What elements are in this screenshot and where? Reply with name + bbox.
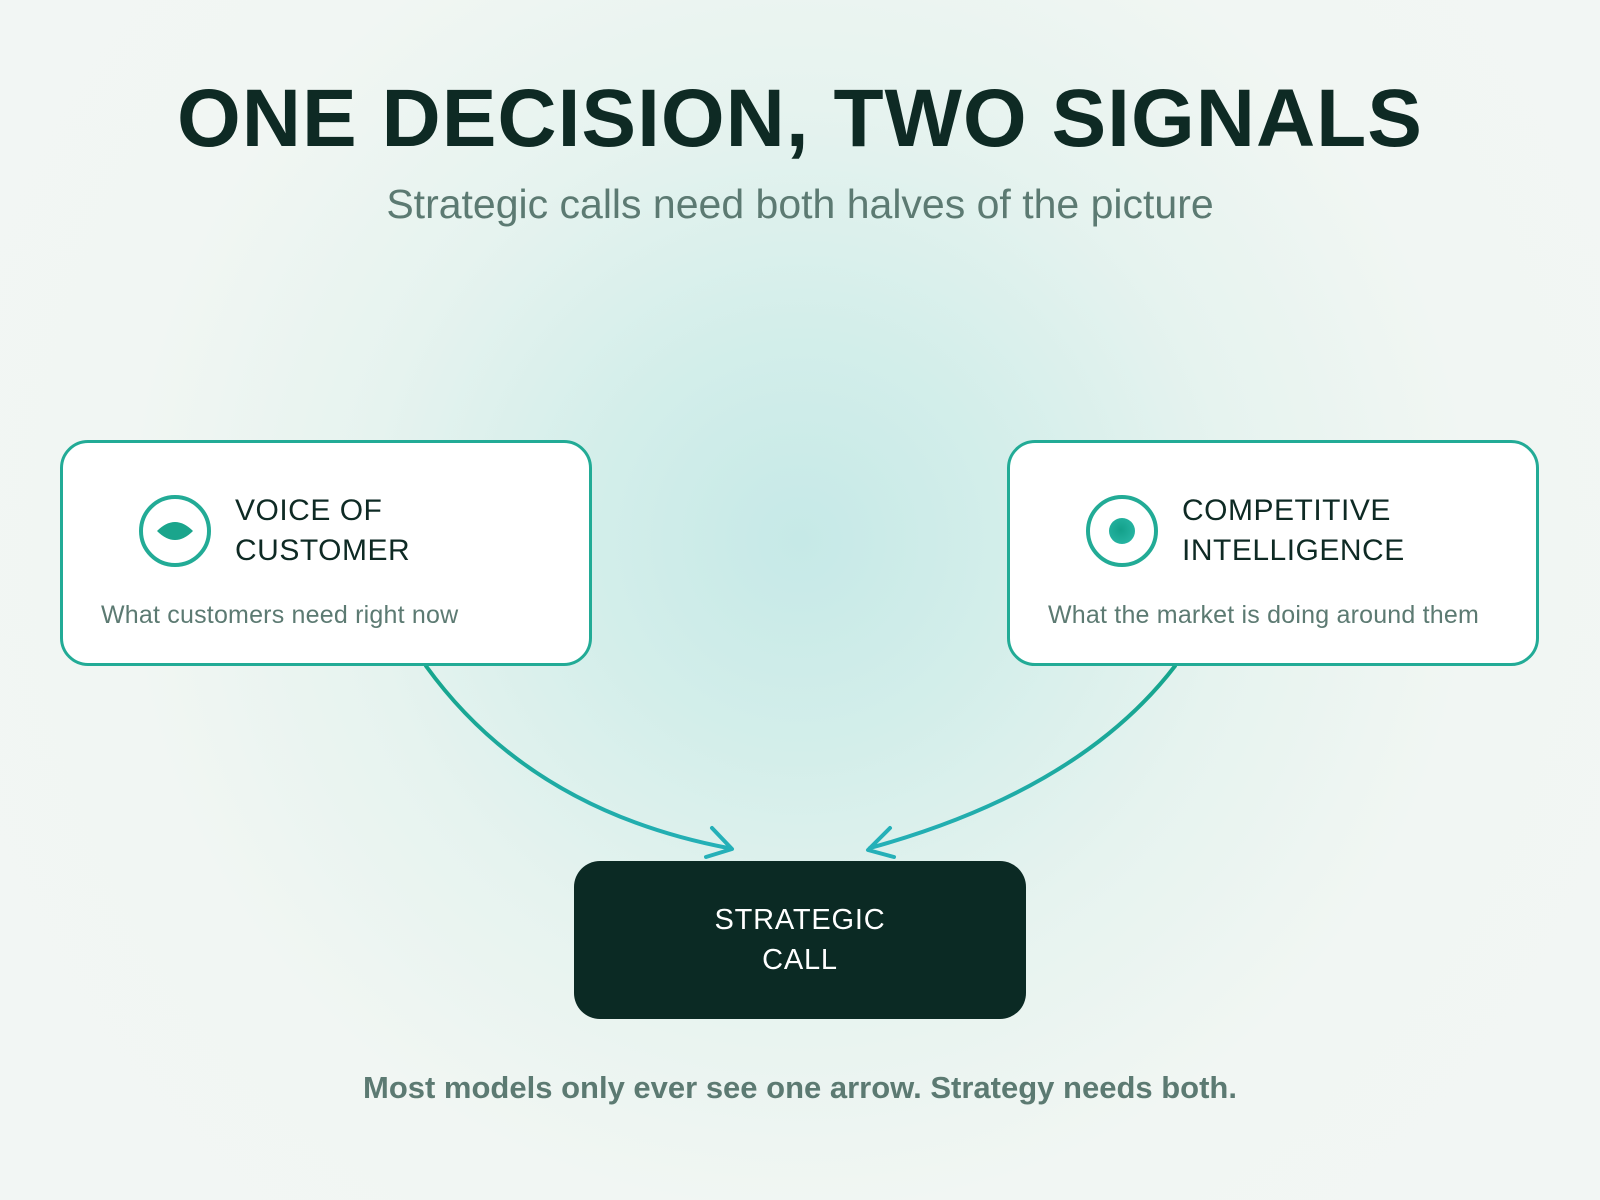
strategic-call-label: STRATEGIC CALL [714, 904, 886, 976]
voice-of-customer-arrow [424, 664, 730, 850]
competitive-intelligence-card: COMPETITIVE INTELLIGENCE What the market… [1007, 440, 1539, 666]
voice-of-customer-card: VOICE OF CUSTOMER What customers need ri… [60, 440, 592, 666]
competitive-intelligence-arrow [868, 664, 1177, 850]
competitive-intelligence-description: What the market is doing around them [1048, 601, 1480, 629]
eye-icon [137, 493, 213, 574]
voice-of-customer-description: What customers need right now [101, 601, 459, 629]
page-title: ONE DECISION, TWO SIGNALS [177, 73, 1423, 164]
voice-of-customer-arrowhead [704, 826, 734, 859]
voice-of-customer-title: VOICE OF CUSTOMER [235, 494, 411, 567]
competitive-intelligence-title: COMPETITIVE INTELLIGENCE [1182, 494, 1405, 567]
page-subtitle: Strategic calls need both halves of the … [386, 181, 1214, 227]
footer-caption: Most models only ever see one arrow. Str… [363, 1070, 1237, 1105]
competitive-intelligence-arrowhead [866, 826, 896, 859]
strategic-call-box: STRATEGIC CALL [574, 861, 1026, 1019]
target-icon [1084, 493, 1160, 574]
